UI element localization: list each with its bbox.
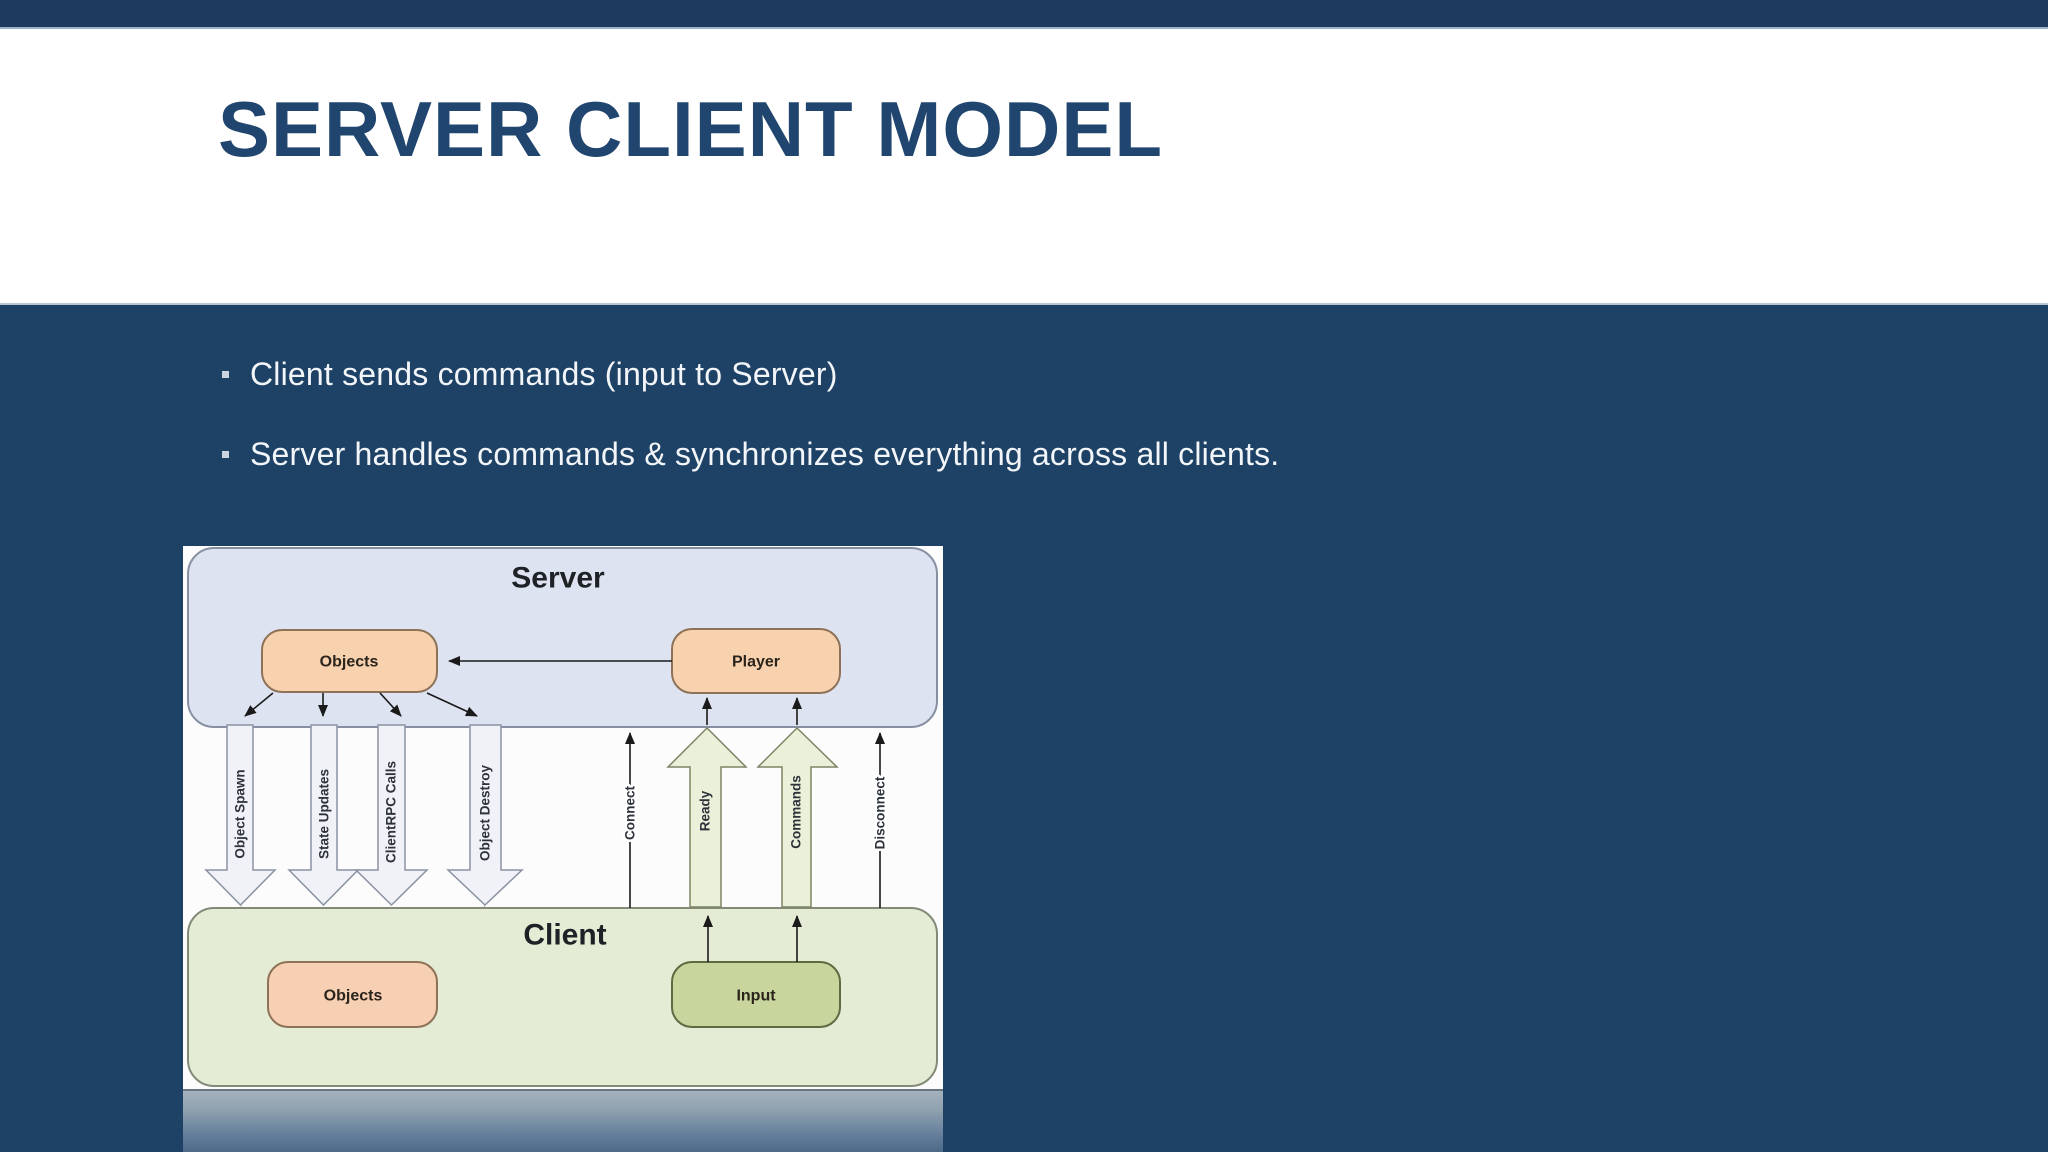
title-band — [0, 29, 2048, 305]
object-spawn-label: Object Spawn — [233, 769, 248, 858]
client-container-label: Client — [523, 919, 606, 952]
state-updates-label: State Updates — [317, 769, 332, 859]
diagram-svg: Server Objects Player Object — [187, 547, 938, 1087]
input-box — [671, 961, 841, 1028]
object-destroy-arrow — [446, 724, 524, 907]
slide-title: SERVER CLIENT MODEL — [218, 85, 1163, 173]
player-label: Player — [732, 654, 780, 671]
bullet-text: Client sends commands (input to Server) — [250, 355, 838, 392]
clientrpc-calls-arrow — [354, 724, 429, 907]
server-client-diagram-image: Server Objects Player Object — [183, 546, 943, 1089]
bullet-marker — [222, 450, 229, 458]
commands-arrow — [756, 726, 839, 908]
commands-label: Commands — [789, 775, 804, 849]
object-destroy-label: Object Destroy — [478, 764, 493, 861]
top-accent-bar — [0, 0, 2048, 27]
client-objects-label: Objects — [324, 988, 383, 1005]
server-fanout-arrows — [244, 692, 478, 717]
bullet-text: Server handles commands & synchronizes e… — [250, 435, 1280, 472]
bullet-list: Client sends commands (input to Server) … — [222, 352, 1279, 512]
downstream-block-arrows — [204, 724, 524, 907]
bullet-marker — [222, 370, 229, 378]
client-container-box — [187, 907, 938, 1087]
top-accent-line — [0, 27, 2048, 29]
clientrpc-calls-label: ClientRPC Calls — [384, 761, 399, 863]
connect-label: Connect — [623, 785, 638, 840]
ready-label: Ready — [698, 790, 713, 831]
bullet-item: Client sends commands (input to Server) — [222, 352, 1279, 396]
ready-arrow — [666, 726, 748, 908]
client-objects-box — [267, 961, 438, 1028]
server-container-label: Server — [511, 562, 605, 595]
diagram-reflection — [183, 1089, 943, 1152]
object-spawn-arrow — [204, 724, 277, 907]
interior-connector-arrows — [702, 697, 802, 962]
bullet-item: Server handles commands & synchronizes e… — [222, 432, 1279, 476]
server-objects-label: Objects — [320, 654, 379, 671]
upstream-block-arrows — [666, 726, 839, 908]
input-label: Input — [736, 988, 776, 1005]
server-objects-box — [261, 629, 438, 693]
state-updates-arrow — [287, 724, 360, 907]
disconnect-label: Disconnect — [873, 776, 888, 849]
